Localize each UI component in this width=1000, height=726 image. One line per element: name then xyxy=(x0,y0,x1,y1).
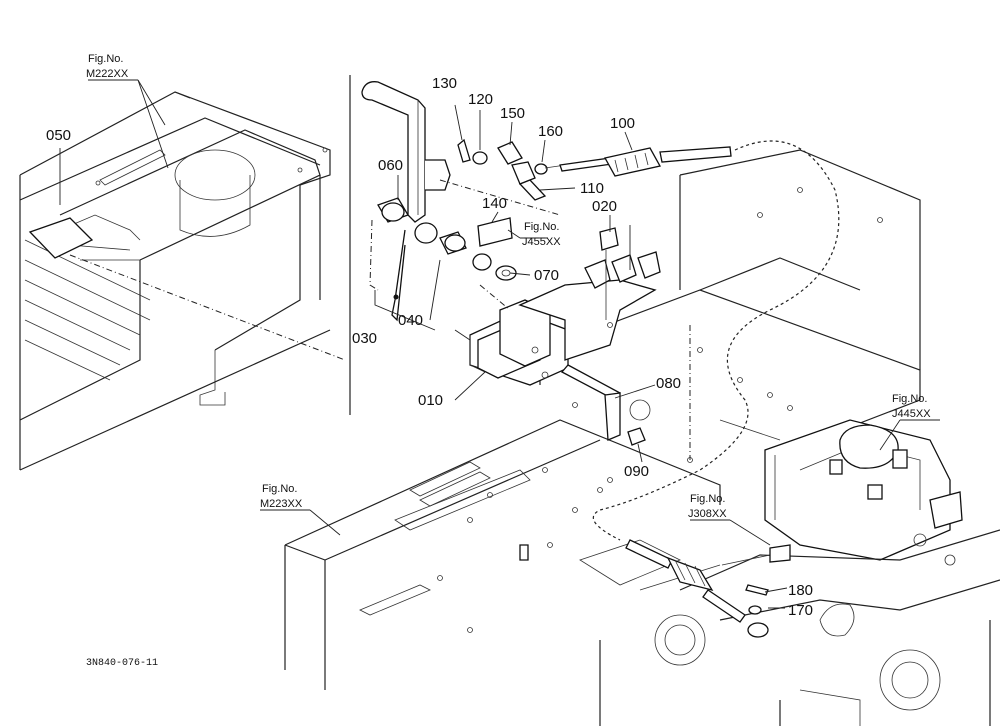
part-130: 130 xyxy=(432,75,457,92)
fig-label-j445: Fig.No. xyxy=(892,393,927,405)
floor-step-panel xyxy=(19,91,331,471)
mid-plate xyxy=(539,149,921,483)
bracket-010 xyxy=(469,251,661,386)
plate-140 xyxy=(477,217,513,247)
pin-080 xyxy=(560,364,646,446)
valve-assembly xyxy=(599,419,1000,726)
fig-label-j455: Fig.No. xyxy=(524,221,559,233)
link-hardware xyxy=(457,138,613,201)
cable-lower xyxy=(625,539,791,638)
part-020: 020 xyxy=(592,198,617,215)
part-080: 080 xyxy=(656,375,681,392)
lever-030 xyxy=(361,81,451,322)
part-060: 060 xyxy=(378,157,403,174)
bushings xyxy=(377,197,517,281)
fig-ref-m222: M222XX xyxy=(86,68,129,80)
leader-lines xyxy=(59,79,940,609)
fig-ref-j445: J445XX xyxy=(892,408,931,420)
fig-ref-j308: J308XX xyxy=(688,508,727,520)
fig-ref-m223: M223XX xyxy=(260,498,303,510)
part-150: 150 xyxy=(500,105,525,122)
part-110: 110 xyxy=(580,180,604,197)
fig-label-j308: Fig.No. xyxy=(690,493,725,505)
centerline-link xyxy=(439,179,561,216)
part-140: 140 xyxy=(482,195,507,212)
cable-100 xyxy=(592,140,840,541)
part-180: 180 xyxy=(788,582,813,599)
part-090: 090 xyxy=(624,463,649,480)
lower-frame xyxy=(284,419,721,690)
fig-label-m223: Fig.No. xyxy=(262,483,297,495)
fig-label-m222: Fig.No. xyxy=(88,53,123,65)
part-040: 040 xyxy=(398,312,423,329)
part-160: 160 xyxy=(538,123,563,140)
centerline-bushing xyxy=(479,284,511,311)
diagram-code: 3N840-076-11 xyxy=(86,658,158,669)
part-070: 070 xyxy=(534,267,559,284)
part-030: 030 xyxy=(352,330,377,347)
part-050: 050 xyxy=(46,127,71,144)
fig-ref-j455: J455XX xyxy=(522,236,561,248)
part-010: 010 xyxy=(418,392,443,409)
center-line-1 xyxy=(69,254,346,361)
part-170: 170 xyxy=(788,602,813,619)
part-120: 120 xyxy=(468,91,493,108)
part-100: 100 xyxy=(610,115,635,132)
centerline-lever xyxy=(369,219,379,291)
